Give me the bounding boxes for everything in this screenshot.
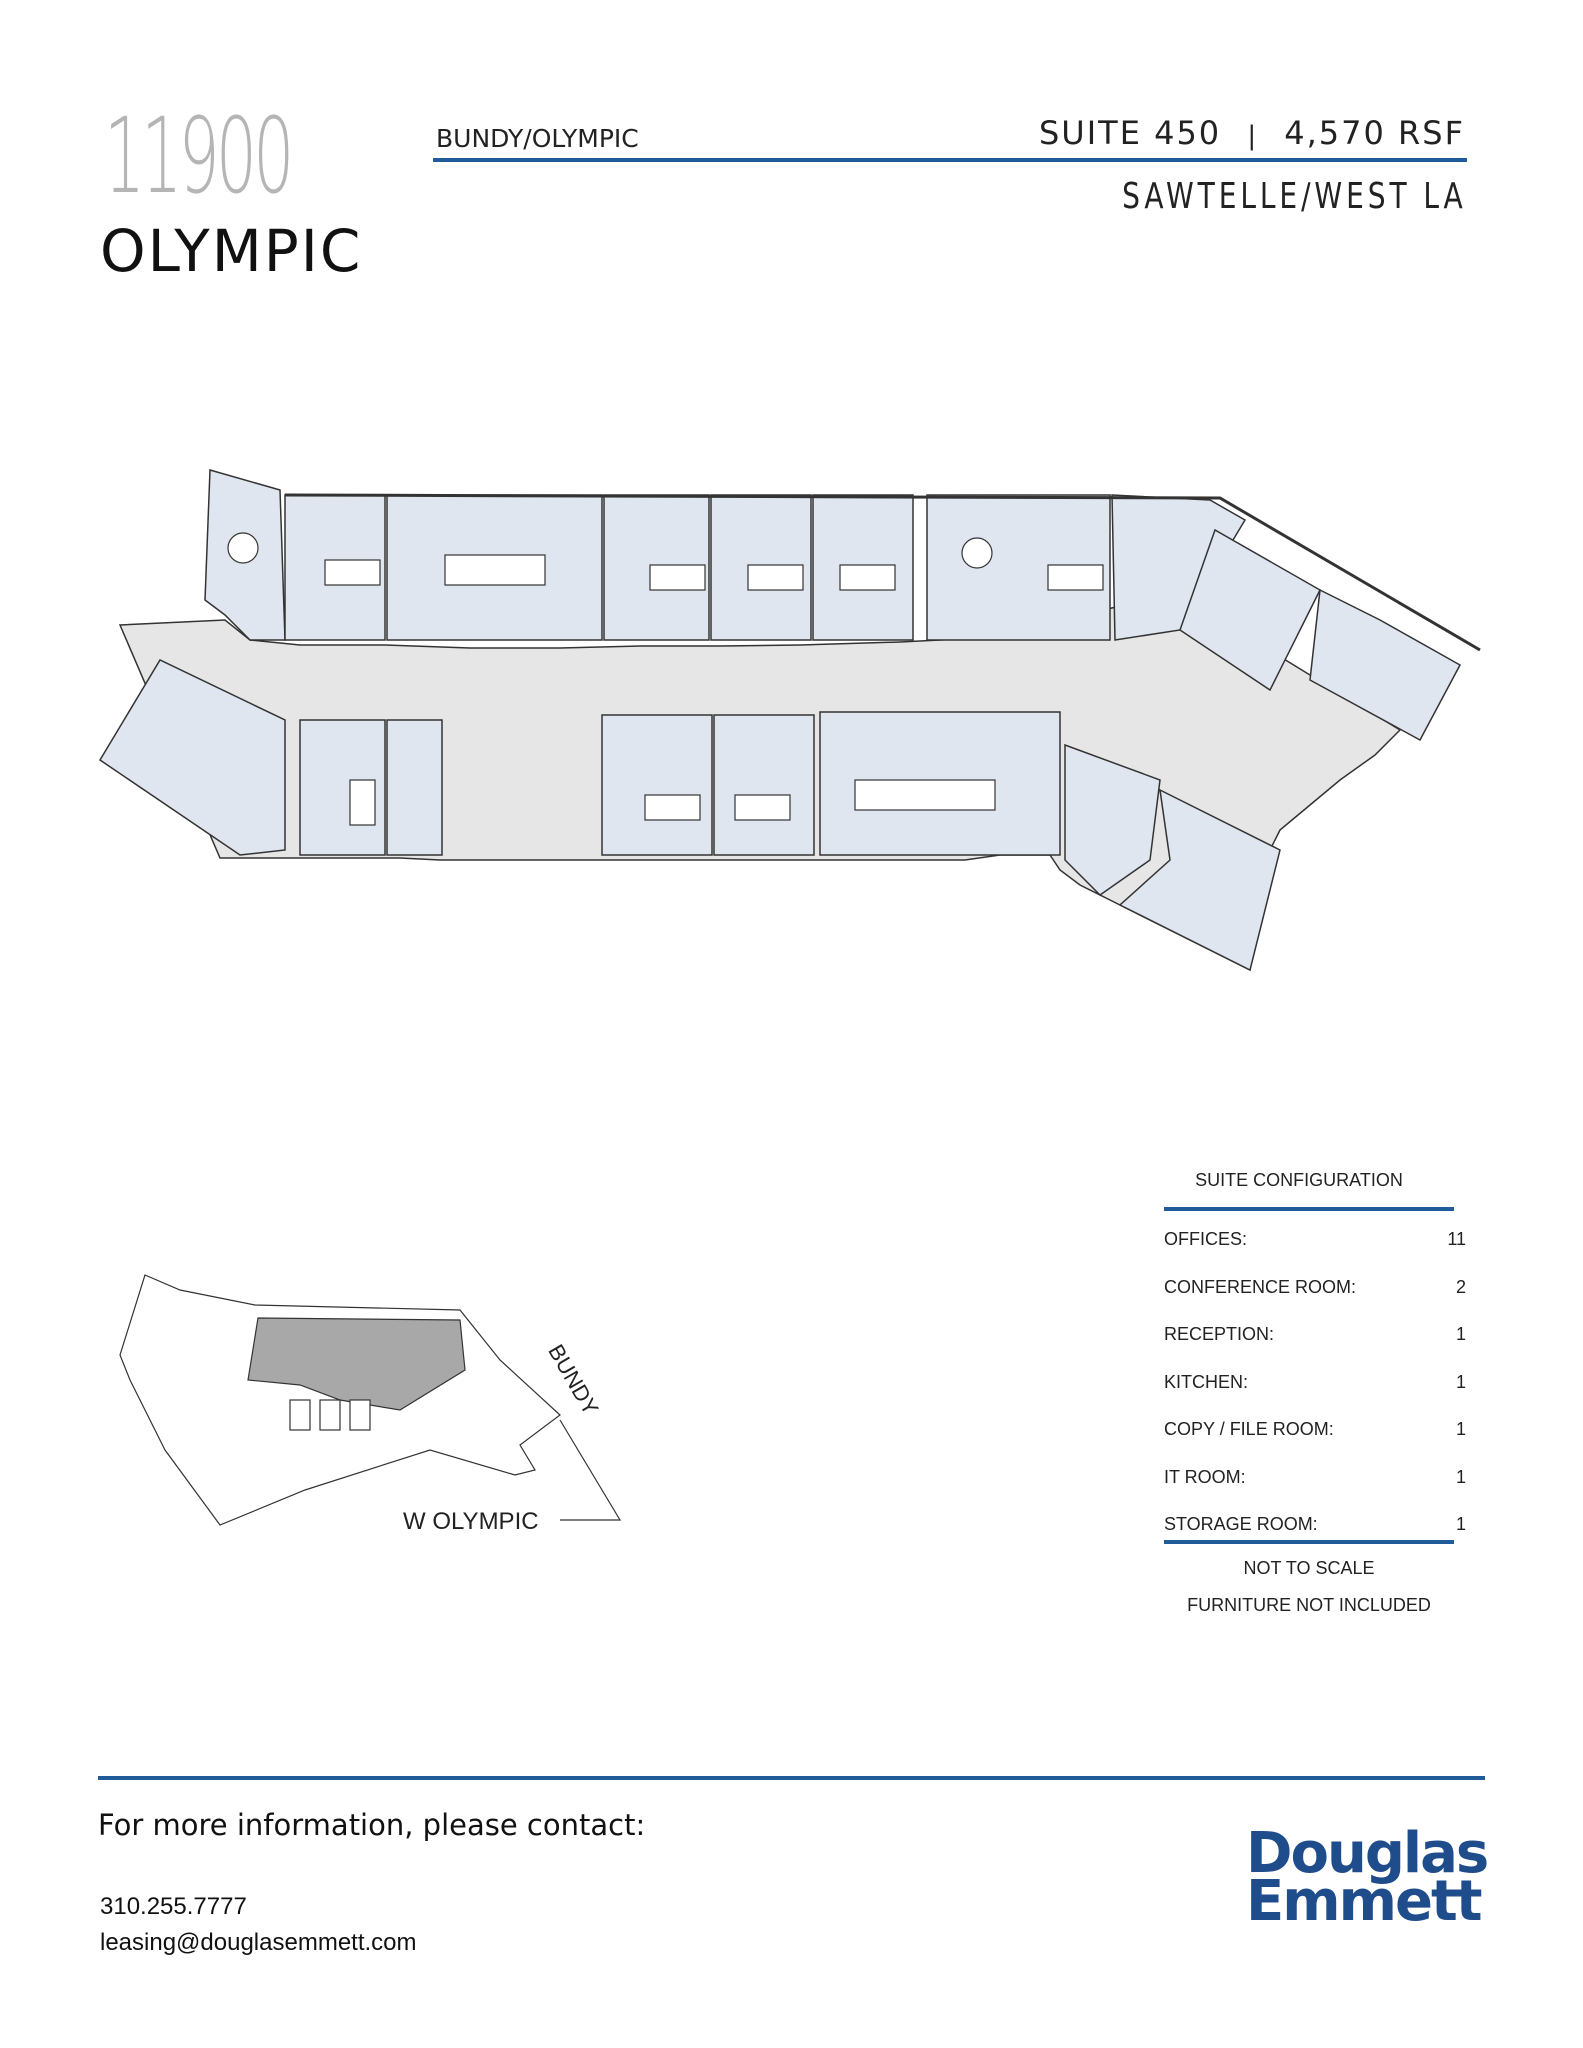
config-row: IT ROOM: 1 — [1164, 1467, 1466, 1515]
building-number: 11900 — [104, 95, 294, 217]
contact-phone[interactable]: 310.255.7777 — [100, 1893, 247, 1920]
config-label: OFFICES: — [1164, 1229, 1248, 1249]
suite-info: SUITE 450 | 4,570 RSF — [1039, 114, 1465, 152]
config-label: CONFERENCE ROOM: — [1164, 1276, 1357, 1297]
douglas-emmett-logo: Douglas Emmett — [1246, 1821, 1489, 1934]
suite-configuration: SUITE CONFIGURATION OFFICES:11 CONFERENC… — [1164, 1170, 1474, 1632]
floor-plan — [98, 469, 1481, 972]
suite-label: SUITE 450 — [1038, 114, 1222, 152]
note-not-to-scale: NOT TO SCALE — [1243, 1557, 1375, 1578]
config-row: CONFERENCE ROOM: 2 — [1164, 1277, 1466, 1325]
street-label-olympic: W OLYMPIC — [403, 1508, 539, 1535]
config-value: 1 — [1455, 1466, 1466, 1487]
config-title: SUITE CONFIGURATION — [1195, 1170, 1403, 1190]
key-plan — [119, 1274, 622, 1526]
logo-line-1: Douglas — [1246, 1821, 1489, 1886]
config-value: 1 — [1455, 1324, 1466, 1344]
intersection-label: BUNDY/OLYMPIC — [436, 124, 639, 153]
contact-email[interactable]: leasing@douglasemmett.com — [100, 1929, 417, 1956]
config-value: 11 — [1447, 1229, 1466, 1249]
config-label: RECEPTION: — [1164, 1324, 1275, 1344]
config-row: OFFICES: 11 — [1164, 1229, 1466, 1277]
config-row: COPY / FILE ROOM: 1 — [1164, 1419, 1466, 1467]
config-value: 1 — [1455, 1419, 1466, 1439]
config-rule-bottom — [1164, 1539, 1454, 1544]
config-value: 1 — [1455, 1371, 1466, 1392]
building-name: OLYMPIC — [100, 217, 363, 285]
config-row: KITCHEN: 1 — [1164, 1372, 1466, 1420]
header-rule — [433, 158, 1467, 162]
config-value: 2 — [1455, 1276, 1466, 1297]
config-rule-top — [1164, 1207, 1454, 1211]
config-row: RECEPTION: 1 — [1164, 1324, 1466, 1372]
config-label: COPY / FILE ROOM: — [1164, 1419, 1334, 1439]
config-label: KITCHEN: — [1164, 1371, 1249, 1392]
logo-line-2: Emmett — [1246, 1869, 1482, 1934]
note-furniture: FURNITURE NOT INCLUDED — [1187, 1594, 1431, 1615]
rsf-label: 4,570 RSF — [1284, 114, 1465, 152]
config-row: STORAGE ROOM: 1 — [1164, 1514, 1466, 1562]
separator: | — [1247, 121, 1259, 151]
config-label: IT ROOM: — [1164, 1466, 1246, 1487]
area-label: SAWTELLE/WEST LA — [1122, 176, 1467, 217]
config-value: 1 — [1455, 1514, 1466, 1534]
footer-rule — [98, 1776, 1485, 1780]
contact-heading: For more information, please contact: — [98, 1808, 646, 1842]
config-label: STORAGE ROOM: — [1164, 1514, 1318, 1534]
